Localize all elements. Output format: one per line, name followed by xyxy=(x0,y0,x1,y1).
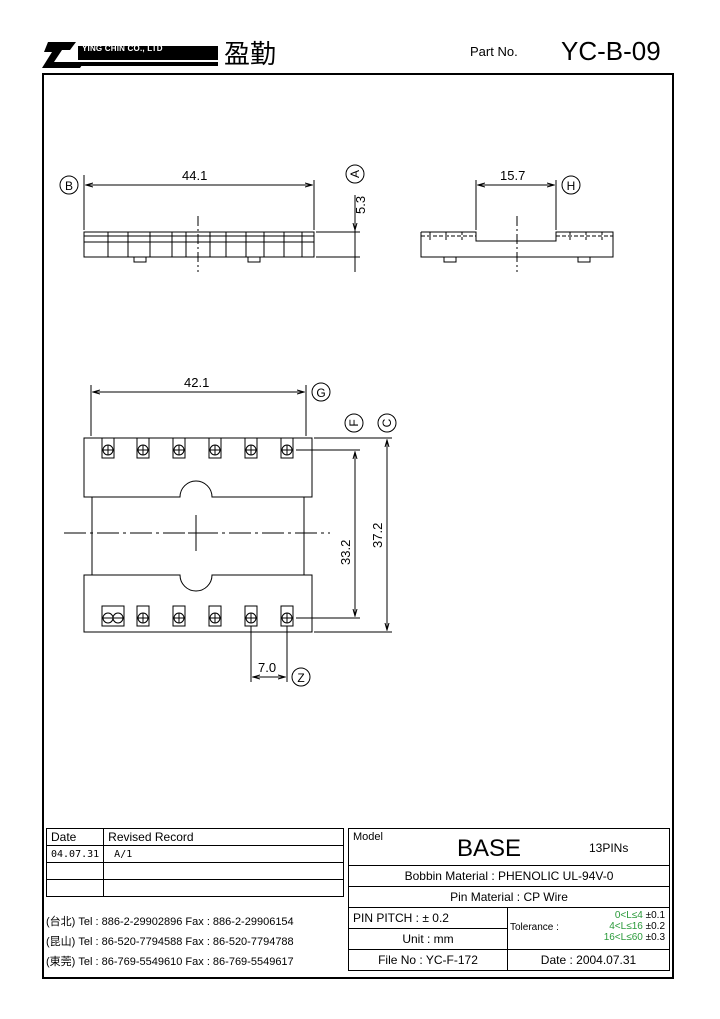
model-label: Model xyxy=(353,831,383,843)
title-block-table: Model BASE 13PINs Bobbin Material : PHEN… xyxy=(348,828,670,971)
rev-date xyxy=(45,879,105,897)
dim-a-value: 5.3 xyxy=(353,196,368,214)
marker-b: B xyxy=(65,179,73,193)
tolerance-value: ±0.2 xyxy=(645,921,665,932)
file-value: YC-F-172 xyxy=(425,953,478,967)
file-label: File No : xyxy=(378,953,423,967)
brand-name: YING CHIN CO., LTD xyxy=(82,44,163,53)
contact-city: (台北) xyxy=(46,916,76,928)
top-view xyxy=(64,382,397,687)
tolerance-range: 0<L≤4 xyxy=(614,910,643,921)
tolerance-label: Tolerance : xyxy=(510,922,559,933)
drawing-frame xyxy=(42,73,674,979)
brand-chinese-name: 盈勤 xyxy=(224,40,277,70)
marker-g: G xyxy=(316,386,325,400)
bobbin-value: PHENOLIC UL-94V-0 xyxy=(498,869,614,883)
contact-block: (台北) Tel : 886-2-29902896 Fax : 886-2-29… xyxy=(46,912,344,972)
marker-z: Z xyxy=(297,671,304,685)
marker-h: H xyxy=(567,179,576,193)
pitch-value: ± 0.2 xyxy=(422,911,449,925)
marker-c: C xyxy=(380,418,394,427)
contact-fax: Fax : 886-2-29906154 xyxy=(185,916,294,928)
rev-record xyxy=(103,879,344,897)
date-value: 2004.07.31 xyxy=(576,953,637,967)
table-row xyxy=(45,879,344,897)
bobbin-label: Bobbin Material : xyxy=(404,869,495,883)
revision-table: Date Revised Record 04.07.31 A/1 xyxy=(45,828,344,897)
model-value: BASE xyxy=(457,835,522,862)
pin-material-value: CP Wire xyxy=(523,890,568,904)
marker-a: A xyxy=(348,170,362,178)
company-logo xyxy=(42,42,218,68)
dim-c-value: 37.2 xyxy=(370,523,385,548)
contact-tel: Tel : 86-769-5549610 xyxy=(78,956,183,968)
dim-z-value: 7.0 xyxy=(258,660,276,675)
pin-count: 13PINs xyxy=(589,841,629,855)
contact-city: (東莞) xyxy=(46,956,76,968)
table-row xyxy=(45,862,344,880)
rev-header-record: Revised Record xyxy=(103,828,344,846)
contact-city: (昆山) xyxy=(46,936,76,948)
tolerance-range: 16<L≤60 xyxy=(603,932,643,943)
unit-label: Unit : xyxy=(402,932,431,946)
dim-h-value: 15.7 xyxy=(500,168,525,183)
contact-fax: Fax : 86-769-5549617 xyxy=(185,956,294,968)
part-number-label: Part No. xyxy=(470,44,518,59)
contact-tel: Tel : 886-2-29902896 xyxy=(78,916,183,928)
tolerance-range: 4<L≤16 xyxy=(609,921,643,932)
contact-row: (昆山) Tel : 86-520-7794588 Fax : 86-520-7… xyxy=(46,932,344,952)
dim-b-value: 44.1 xyxy=(182,168,207,183)
side-view xyxy=(59,164,365,272)
tolerance-value: ±0.3 xyxy=(645,932,665,943)
contact-tel: Tel : 86-520-7794588 xyxy=(78,936,183,948)
contact-row: (東莞) Tel : 86-769-5549610 Fax : 86-769-5… xyxy=(46,952,344,972)
dim-g-value: 42.1 xyxy=(184,375,209,390)
contact-row: (台北) Tel : 886-2-29902896 Fax : 886-2-29… xyxy=(46,912,344,932)
rev-header-date: Date xyxy=(45,828,105,846)
table-row: 04.07.31 A/1 xyxy=(45,845,344,863)
rev-record: A/1 xyxy=(103,845,344,863)
rev-record xyxy=(103,862,344,880)
marker-f: F xyxy=(347,419,361,426)
pitch-label: PIN PITCH : xyxy=(353,911,420,925)
contact-fax: Fax : 86-520-7794788 xyxy=(185,936,294,948)
pin-material-label: Pin Material : xyxy=(450,890,521,904)
tolerance-value: ±0.1 xyxy=(645,910,665,921)
end-view xyxy=(420,175,614,272)
rev-date xyxy=(45,862,105,880)
unit-value: mm xyxy=(433,932,454,946)
rev-date: 04.07.31 xyxy=(45,845,105,863)
date-label: Date : xyxy=(540,953,573,967)
part-number-value: YC-B-09 xyxy=(561,36,661,66)
dim-f-value: 33.2 xyxy=(338,540,353,565)
